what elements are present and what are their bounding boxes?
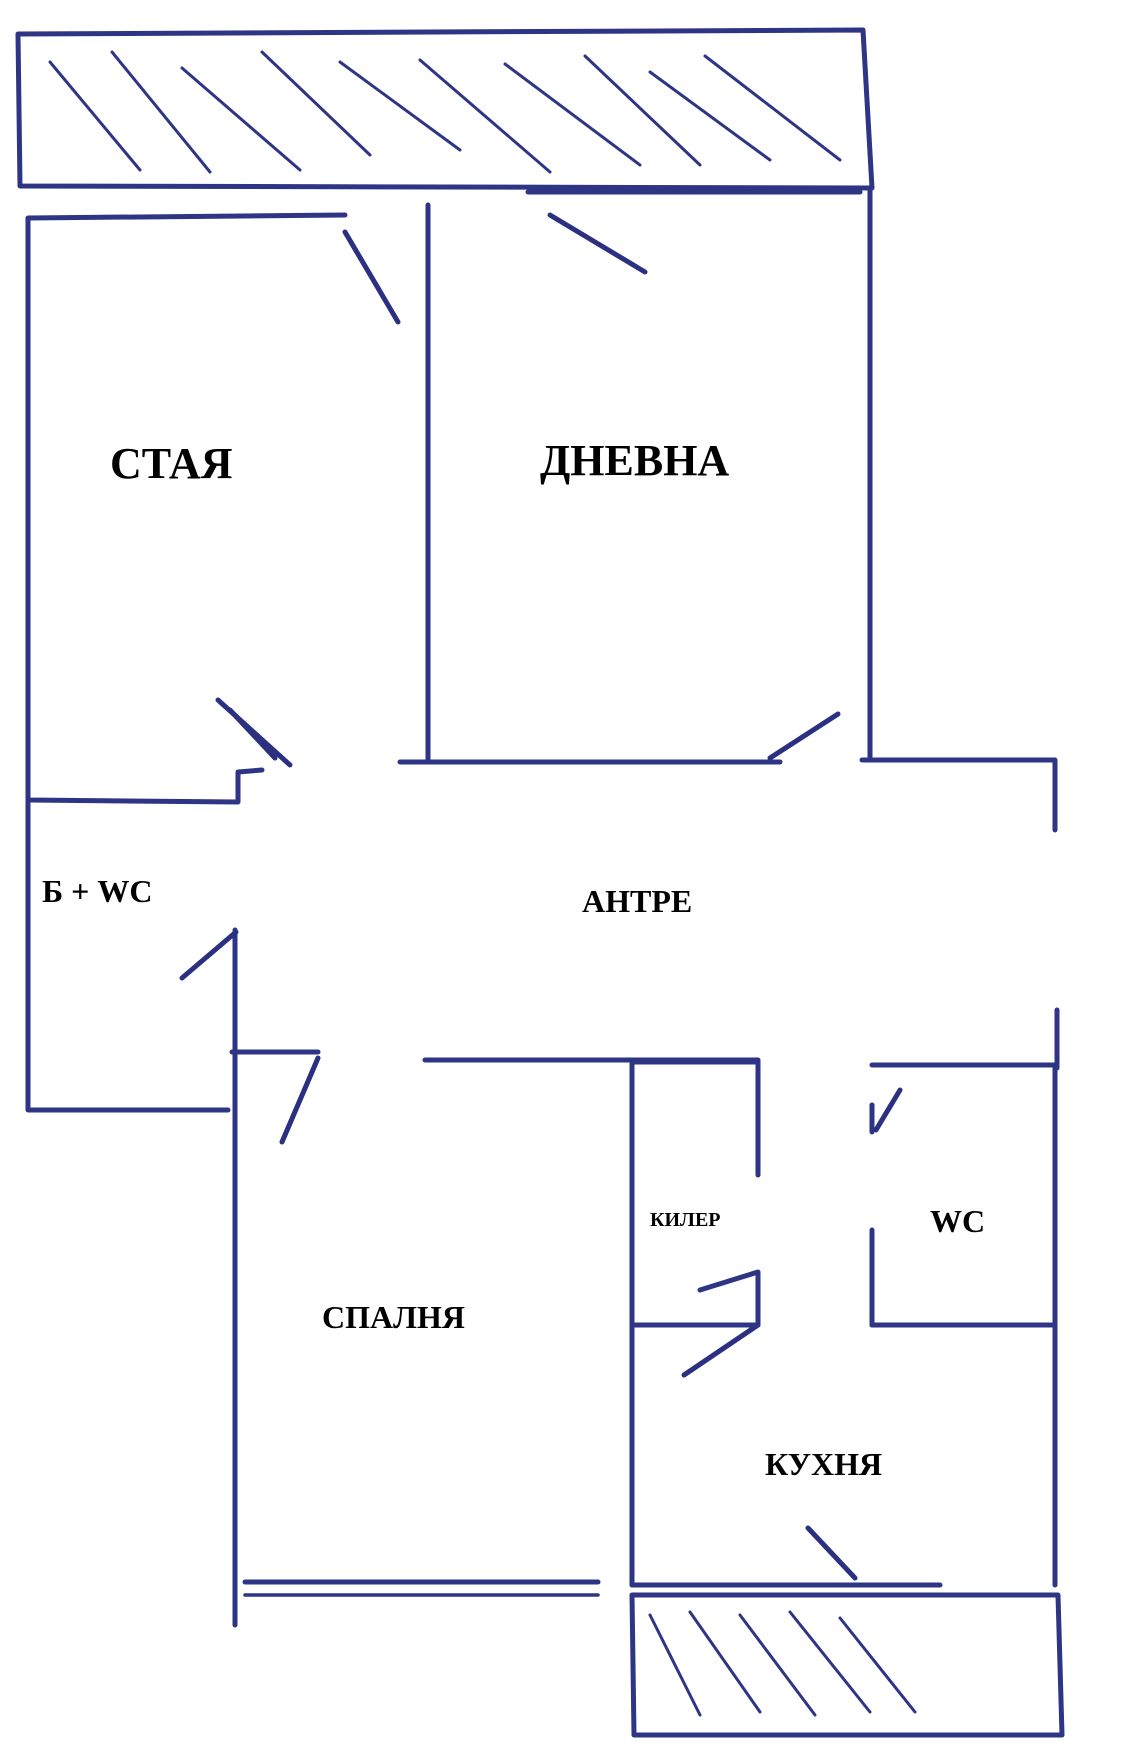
label-wc: WC	[930, 1203, 985, 1239]
room-bath-wc	[25, 797, 239, 1628]
door-kiler	[681, 1322, 761, 1378]
label-antre: АНТРЕ	[582, 883, 692, 919]
door-dnevna-antre	[767, 711, 841, 761]
label-kiler: КИЛЕР	[650, 1209, 721, 1231]
top-balcony-hatching	[48, 50, 842, 174]
kitchen-balcony-hatching	[648, 1610, 917, 1717]
kitchen-balcony	[629, 1592, 1065, 1738]
label-dnevna: ДНЕВНА	[540, 436, 729, 485]
door-bath-wc	[179, 929, 239, 981]
door-spalnya	[279, 1055, 321, 1145]
entrance-wall	[859, 757, 1060, 1071]
label-spalnya: СПАЛНЯ	[322, 1299, 465, 1335]
door-dnevna-balcony	[547, 212, 648, 275]
door-kuhnya-balcony	[805, 1525, 858, 1581]
label-bath-wc: Б + WC	[42, 873, 153, 909]
door-wc	[873, 1087, 903, 1133]
label-kuhnya: КУХНЯ	[765, 1446, 882, 1482]
room-wc	[869, 1062, 1058, 1328]
label-staya: СТАЯ	[110, 439, 233, 488]
room-kuhnya	[629, 1322, 1058, 1588]
room-dnevna	[397, 185, 873, 765]
top-balcony	[15, 27, 875, 191]
room-staya	[25, 212, 401, 805]
door-staya-balcony	[342, 229, 401, 325]
